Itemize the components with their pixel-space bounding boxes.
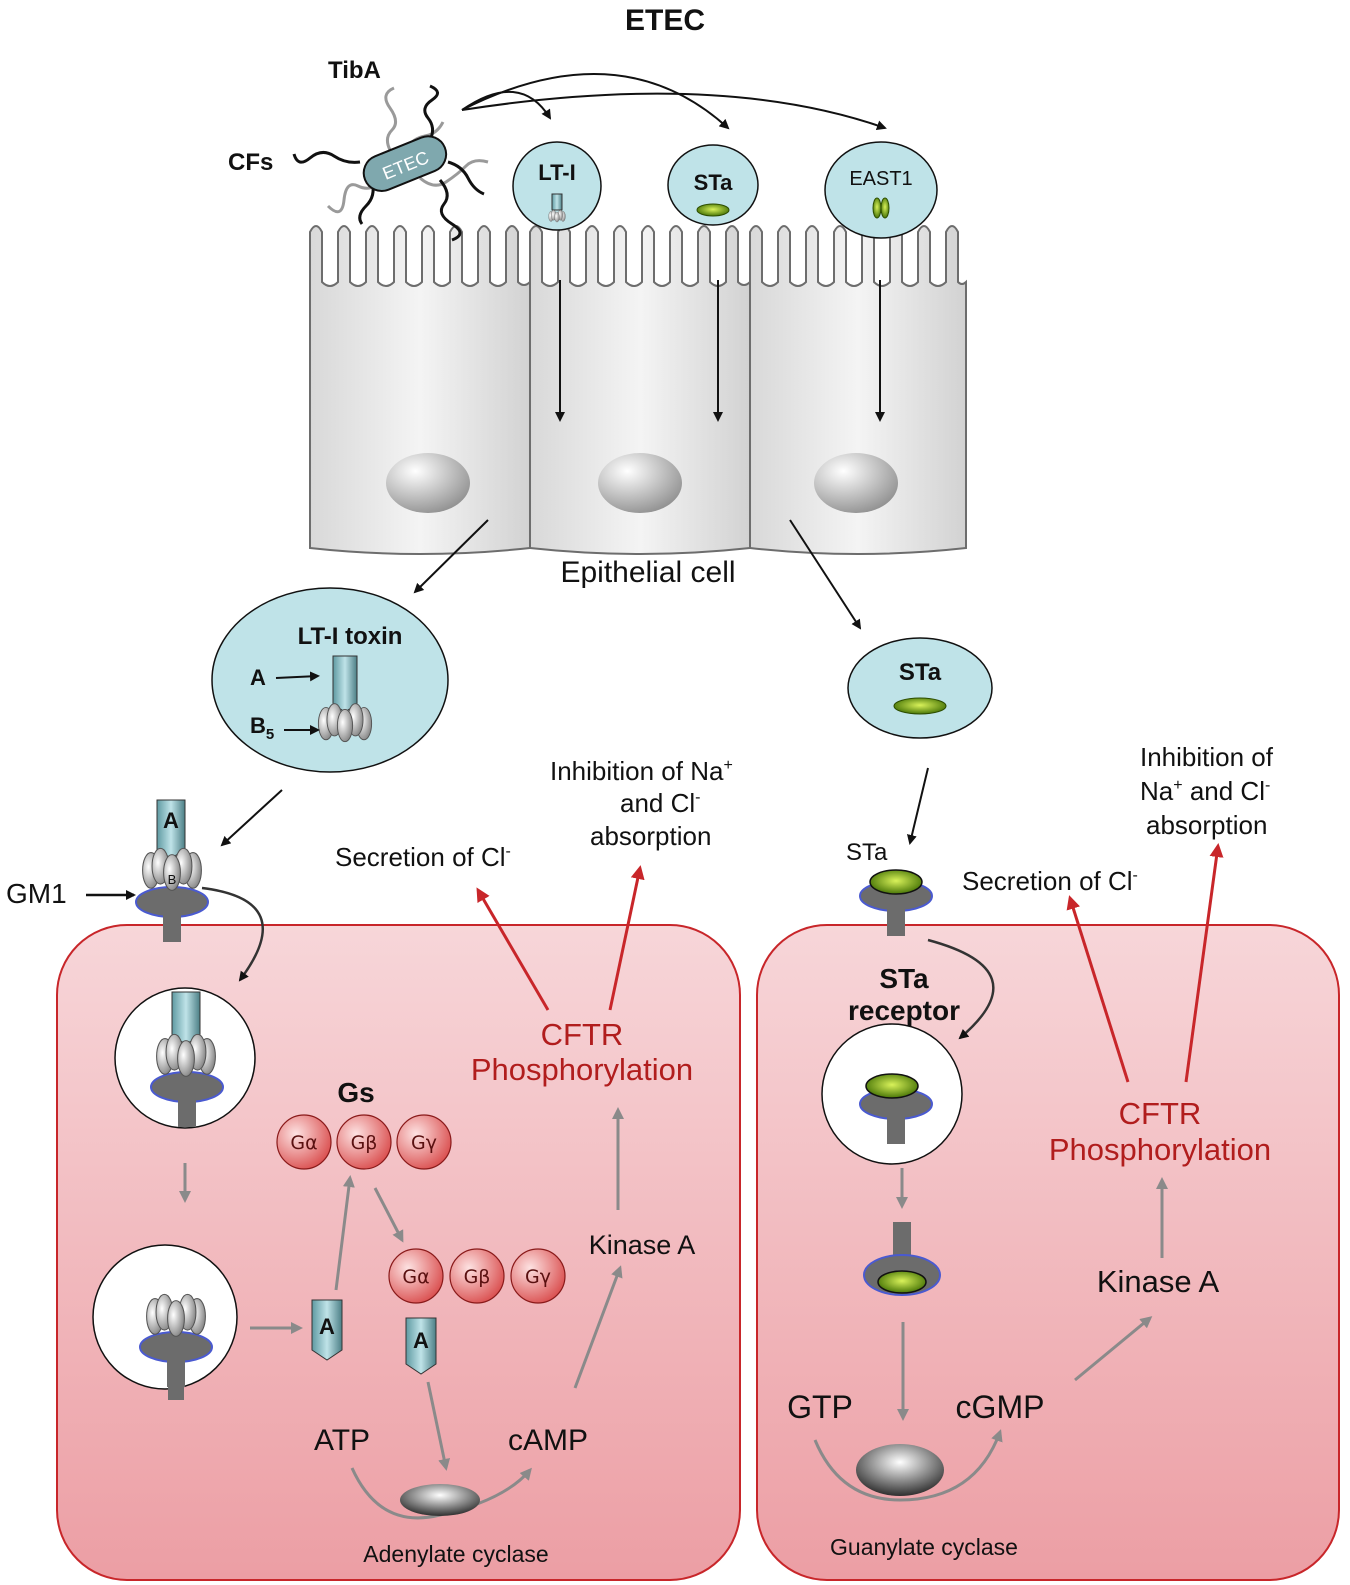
a-fragment-1: A xyxy=(311,1299,343,1361)
tiba-fimbriae xyxy=(326,86,489,214)
left-red-arrows xyxy=(476,865,645,1011)
lt-bubble-top: LT-I xyxy=(512,141,602,231)
inhibition-left-2-text: and Cl xyxy=(620,788,695,818)
secretion-right-text: Secretion of Cl xyxy=(962,866,1133,896)
b5-sub: 5 xyxy=(266,726,274,743)
cftr-left-1: CFTR xyxy=(541,1017,624,1052)
cftr-left-2: Phosphorylation xyxy=(471,1052,693,1087)
gs1-ggamma: Gγ xyxy=(411,1132,437,1154)
sta-bubble-top: STa xyxy=(667,144,759,226)
lt-gm1-a-label: A xyxy=(163,808,179,833)
lt-top-label: LT-I xyxy=(538,160,575,185)
inhibition-right-2: Na+ and Cl- xyxy=(1140,776,1270,806)
kinase-a-left: Kinase A xyxy=(589,1230,696,1260)
lt-gm1-complex: A B xyxy=(135,799,209,943)
lt-b5-label: B5 xyxy=(250,713,274,743)
kinase-a-right: Kinase A xyxy=(1097,1264,1220,1299)
secretion-right-sup: - xyxy=(1133,867,1138,884)
cell-internal-arrows xyxy=(555,280,885,422)
lt-to-gm1-arrow xyxy=(220,789,283,847)
right-red-arrows xyxy=(1066,843,1224,1083)
gs-label: Gs xyxy=(337,1077,374,1108)
nucleus-3 xyxy=(814,453,898,513)
epithelial-cells xyxy=(309,225,967,555)
east1-bubble-top: EAST1 xyxy=(824,141,938,239)
a-fragment-2-label: A xyxy=(413,1328,429,1353)
nucleus-2 xyxy=(598,453,682,513)
epithelial-cell-2 xyxy=(529,225,751,555)
a-fragment-1-label: A xyxy=(319,1314,335,1339)
sta-receptor-inverted xyxy=(863,1222,941,1296)
adenylate-label: Adenylate cyclase xyxy=(363,1541,548,1567)
inhibition-right-3: absorption xyxy=(1146,810,1267,840)
cell-exit-arrows xyxy=(413,519,862,630)
epithelial-label: Epithelial cell xyxy=(560,556,735,589)
cf-fimbriae xyxy=(292,84,485,242)
gs-trimer-activated: Gα Gβ Gγ xyxy=(388,1248,566,1304)
sta-receptor-label-1: STa xyxy=(879,963,929,994)
inhibition-right-2b-sup: - xyxy=(1265,777,1270,794)
endosome-lt-1 xyxy=(114,987,256,1129)
secretion-left-text: Secretion of Cl xyxy=(335,842,506,872)
inhibition-left-3: absorption xyxy=(590,821,711,851)
secretion-left: Secretion of Cl- xyxy=(335,842,511,872)
lt-gm1-b-label: B xyxy=(168,872,177,887)
secretion-right: Secretion of Cl- xyxy=(962,866,1138,896)
inhibition-left-1: Inhibition of Na+ xyxy=(550,756,733,786)
inhibition-right-2-text: Na xyxy=(1140,776,1174,806)
etec-body xyxy=(362,135,448,192)
camp-label: cAMP xyxy=(508,1424,588,1457)
guanylate-cyclase xyxy=(856,1444,944,1496)
gs-trimer: Gα Gβ Gγ xyxy=(276,1114,452,1170)
sta-small-label: STa xyxy=(846,839,888,866)
right-signal-arrows xyxy=(813,1177,1168,1502)
tiba-label: TibA xyxy=(328,57,381,84)
sta-to-receptor-arrow xyxy=(907,767,929,845)
etec-title: ETEC xyxy=(625,4,705,37)
inhibition-left-2: and Cl- xyxy=(620,788,700,818)
inhibition-left-2-sup: - xyxy=(695,789,700,806)
etec-secretion-arrows xyxy=(461,73,887,131)
gtp-label: GTP xyxy=(787,1389,853,1425)
lt-toxin-label: LT-I toxin xyxy=(298,623,403,650)
cfs-label: CFs xyxy=(228,149,273,176)
endocytosis-arrow-right xyxy=(927,938,995,1040)
b5-base: B xyxy=(250,713,266,738)
cftr-right-1: CFTR xyxy=(1119,1096,1202,1131)
lt-toxin-bubble: LT-I toxin A B5 xyxy=(211,587,449,773)
a-fragment-2: A xyxy=(405,1317,437,1375)
epithelial-cell-1 xyxy=(309,225,531,555)
lt-a-label: A xyxy=(250,665,266,690)
inhibition-right-2-sup: + xyxy=(1173,777,1182,794)
etec-bacterium: ETEC xyxy=(292,84,489,242)
inhibition-left-1-text: Inhibition of Na xyxy=(550,756,724,786)
east1-label: EAST1 xyxy=(849,168,912,190)
gs1-gbeta: Gβ xyxy=(351,1132,378,1154)
endosome-sta xyxy=(821,1023,963,1165)
sta-bubble-mid: STa xyxy=(847,637,993,739)
sta-receptor-membrane xyxy=(859,869,933,937)
sta-receptor-label-2: receptor xyxy=(848,995,960,1026)
endosome-lt-2 xyxy=(92,1244,238,1400)
secretion-left-sup: - xyxy=(506,843,511,860)
gs1-galpha: Gα xyxy=(290,1132,317,1154)
gs2-gbeta: Gβ xyxy=(464,1266,491,1288)
endocytosis-arrow-left xyxy=(201,886,265,982)
sta-top-label: STa xyxy=(694,170,733,195)
inhibition-right-2b: and Cl xyxy=(1183,776,1265,806)
cftr-right-2: Phosphorylation xyxy=(1049,1132,1271,1167)
gs2-ggamma: Gγ xyxy=(525,1266,551,1288)
atp-label: ATP xyxy=(314,1424,370,1457)
inhibition-right-1: Inhibition of xyxy=(1140,742,1274,772)
cgmp-label: cGMP xyxy=(956,1389,1045,1425)
sta-mid-label: STa xyxy=(899,659,942,686)
inhibition-left-1-sup: + xyxy=(723,757,732,774)
nucleus-1 xyxy=(386,453,470,513)
gs2-galpha: Gα xyxy=(402,1266,429,1288)
gm1-label: GM1 xyxy=(6,878,67,909)
adenylate-cyclase xyxy=(400,1484,480,1516)
guanylate-label: Guanylate cyclase xyxy=(830,1534,1018,1560)
